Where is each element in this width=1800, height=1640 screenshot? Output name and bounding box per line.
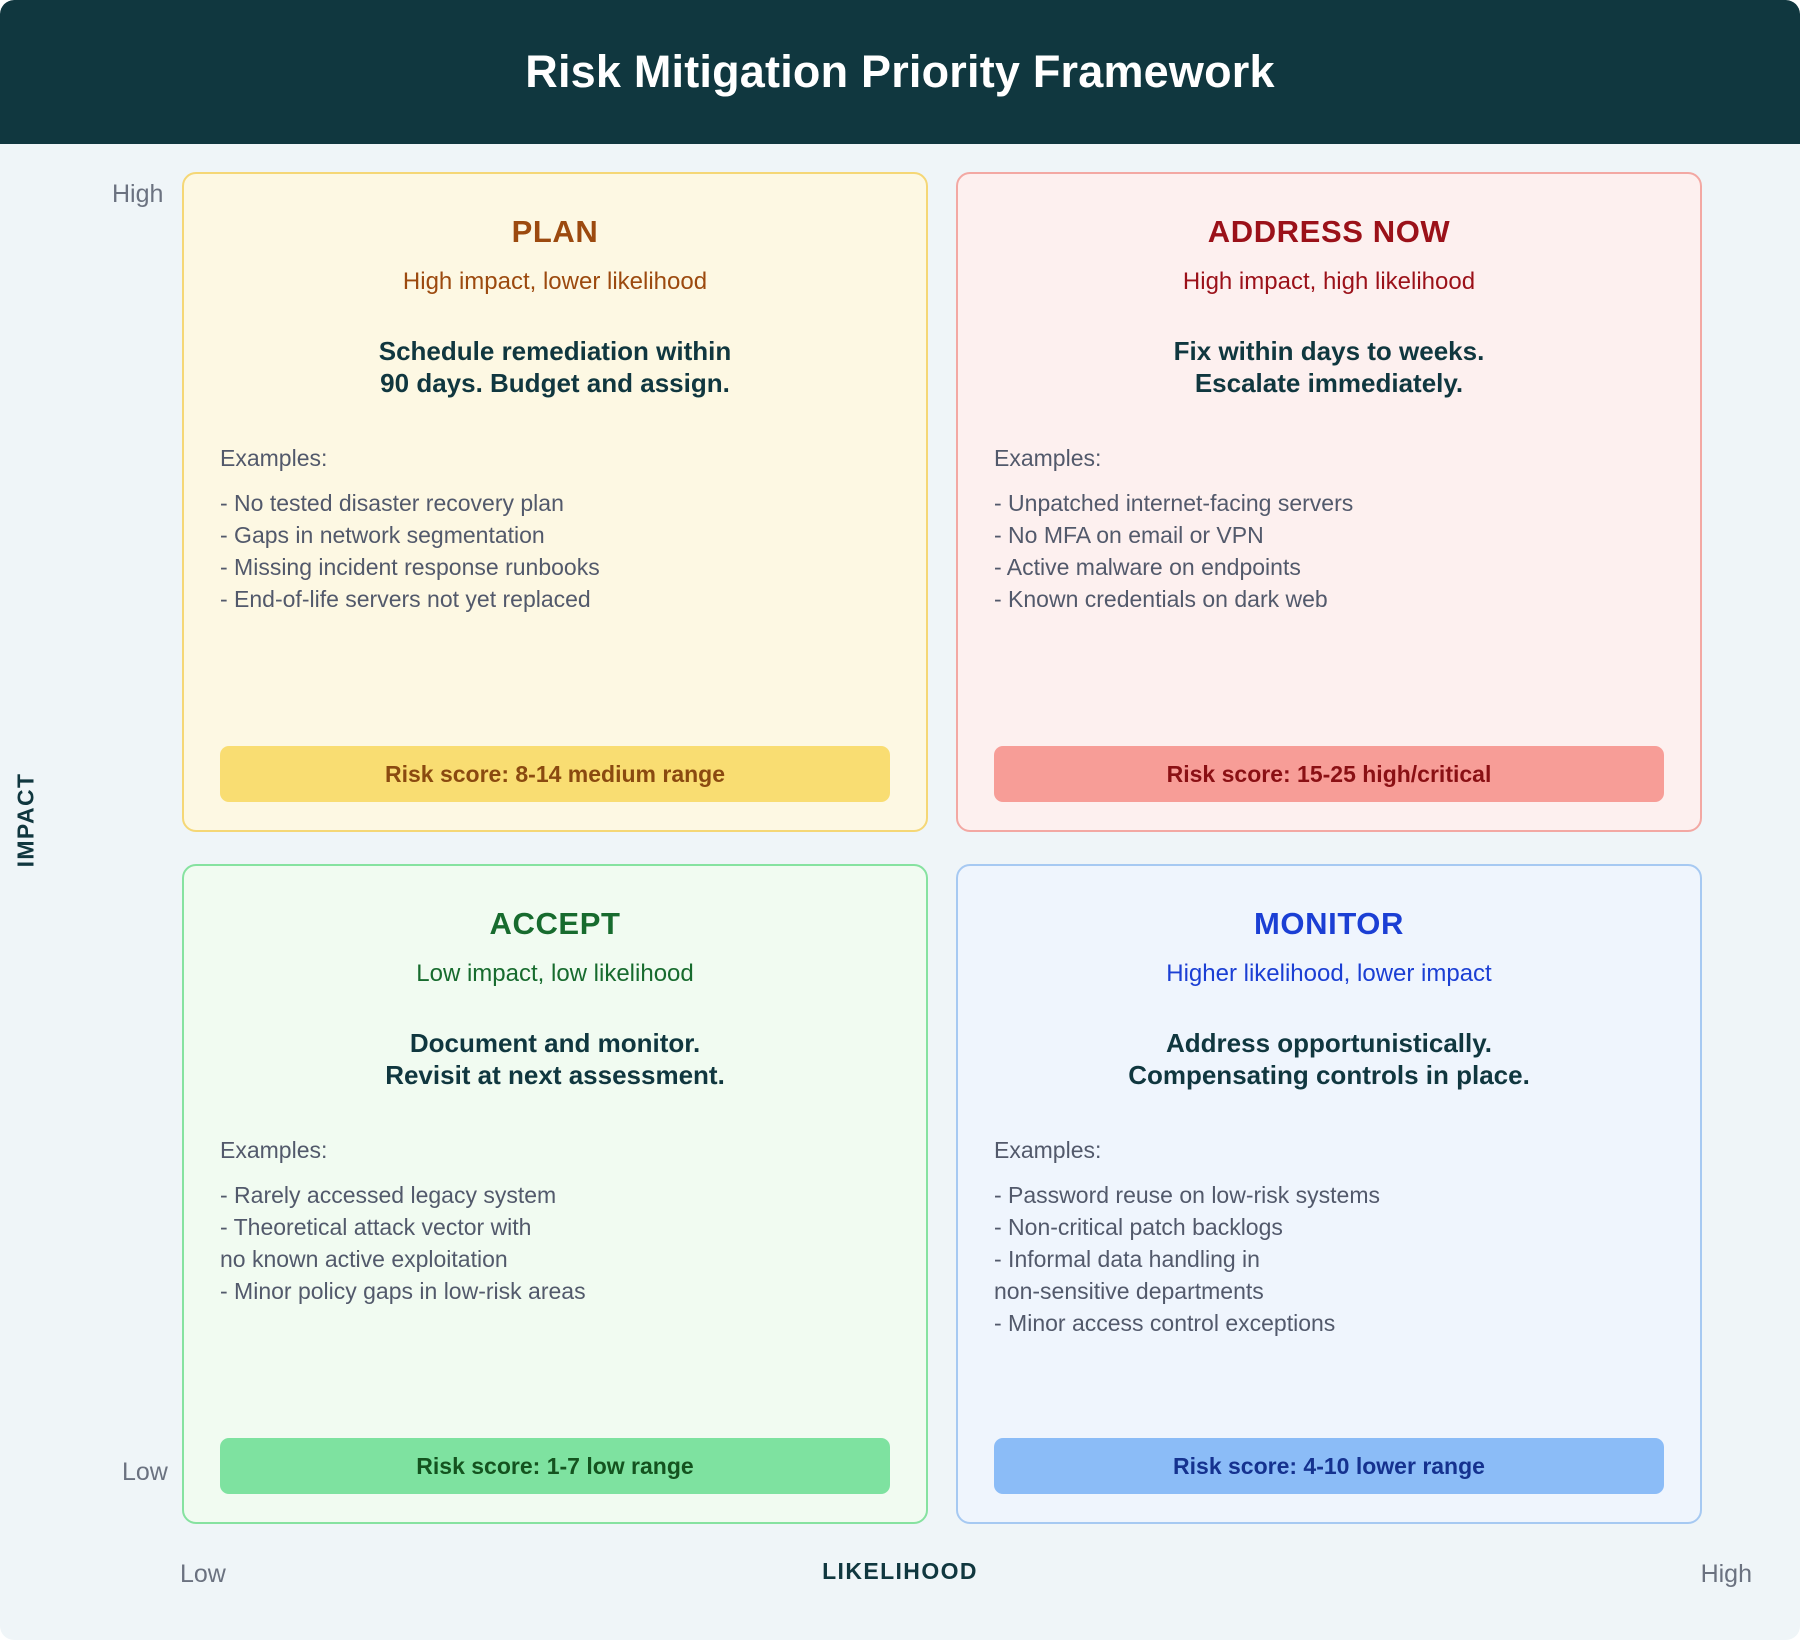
y-axis-tick-low: Low: [122, 1458, 168, 1486]
y-axis-tick-high: High: [112, 180, 164, 208]
list-item: - Non-critical patch backlogs: [994, 1214, 1283, 1241]
quadrant-action: Schedule remediation within 90 days. Bud…: [378, 336, 732, 398]
x-axis-tick-low: Low: [180, 1560, 226, 1588]
list-item: - Password reuse on low-risk systems: [994, 1182, 1380, 1209]
quadrant-subtitle: High impact, high likelihood: [1182, 268, 1476, 295]
list-item: - End-of-life servers not yet replaced: [220, 586, 591, 613]
list-item: - Gaps in network segmentation: [220, 522, 545, 549]
quadrant-grid: PLAN High impact, lower likelihood Sched…: [182, 172, 1702, 1524]
quadrant-action: Fix within days to weeks. Escalate immed…: [1173, 336, 1485, 398]
list-item: - Unpatched internet-facing servers: [994, 490, 1354, 517]
examples-label: Examples:: [994, 1137, 1102, 1164]
risk-score-badge: Risk score: 1-7 low range: [220, 1438, 890, 1494]
list-item: - No tested disaster recovery plan: [220, 490, 564, 517]
quadrant-subtitle: Low impact, low likelihood: [416, 960, 694, 987]
list-item: - Theoretical attack vector with no know…: [220, 1214, 532, 1273]
quadrant-accept[interactable]: ACCEPT Low impact, low likelihood Docume…: [182, 864, 928, 1524]
risk-score-badge: Risk score: 8-14 medium range: [220, 746, 890, 802]
quadrant-title: ADDRESS NOW: [1207, 214, 1451, 249]
risk-score-badge: Risk score: 15-25 high/critical: [994, 746, 1664, 802]
quadrant-subtitle: High impact, lower likelihood: [402, 268, 708, 295]
list-item: - Active malware on endpoints: [994, 554, 1301, 581]
examples-label: Examples:: [220, 445, 328, 472]
examples-label: Examples:: [994, 445, 1102, 472]
quadrant-action: Address opportunistically. Compensating …: [1128, 1028, 1530, 1090]
list-item: - Missing incident response runbooks: [220, 554, 600, 581]
quadrant-address-now[interactable]: ADDRESS NOW High impact, high likelihood…: [956, 172, 1702, 832]
quadrant-title: PLAN: [511, 214, 599, 249]
page-title: Risk Mitigation Priority Framework: [525, 46, 1275, 97]
y-axis-label: IMPACT: [12, 772, 39, 868]
list-item: - No MFA on email or VPN: [994, 522, 1264, 549]
list-item: - Minor access control exceptions: [994, 1310, 1336, 1337]
quadrant-subtitle: Higher likelihood, lower impact: [1166, 960, 1492, 987]
list-item: - Informal data handling in non-sensitiv…: [994, 1246, 1264, 1305]
quadrant-plan[interactable]: PLAN High impact, lower likelihood Sched…: [182, 172, 928, 832]
examples-label: Examples:: [220, 1137, 328, 1164]
examples-list: - Rarely accessed legacy system - Theore…: [220, 1180, 890, 1308]
quadrant-title: ACCEPT: [489, 906, 621, 941]
x-axis-label: LIKELIHOOD: [822, 1558, 978, 1584]
quadrant-title: MONITOR: [1253, 906, 1404, 941]
list-item: - Known credentials on dark web: [994, 586, 1328, 613]
examples-list: - Unpatched internet-facing servers - No…: [994, 488, 1664, 616]
list-item: - Minor policy gaps in low-risk areas: [220, 1278, 586, 1305]
quadrant-action: Document and monitor. Revisit at next as…: [385, 1028, 725, 1090]
list-item: - Rarely accessed legacy system: [220, 1182, 557, 1209]
x-axis-tick-high: High: [1700, 1560, 1752, 1588]
page-header: Risk Mitigation Priority Framework: [0, 0, 1800, 144]
quadrant-monitor[interactable]: MONITOR Higher likelihood, lower impact …: [956, 864, 1702, 1524]
risk-score-badge: Risk score: 4-10 lower range: [994, 1438, 1664, 1494]
examples-list: - Password reuse on low-risk systems - N…: [994, 1180, 1664, 1340]
examples-list: - No tested disaster recovery plan - Gap…: [220, 488, 890, 616]
